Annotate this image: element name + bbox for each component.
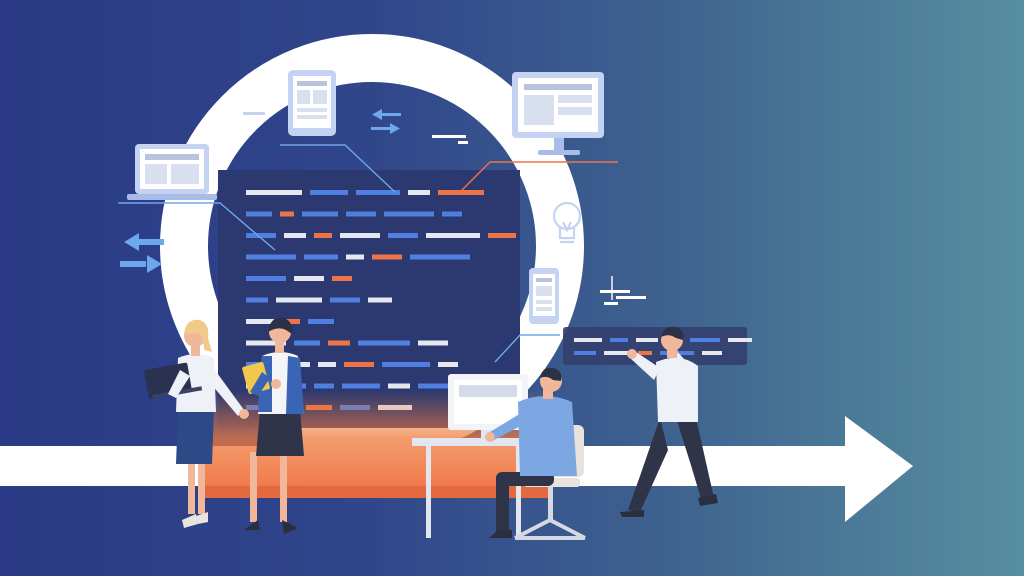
code-line-segment xyxy=(342,383,380,389)
man-at-desk xyxy=(485,367,577,538)
code-line-segment xyxy=(318,362,336,367)
laptop-icon xyxy=(127,144,217,200)
code-line-segment xyxy=(346,211,376,217)
code-line-segment xyxy=(246,276,286,281)
code-line-segment xyxy=(438,190,484,195)
code-line-segment xyxy=(294,340,320,346)
code-line-segment xyxy=(426,233,480,238)
exchange-arrows-left-icon xyxy=(120,233,164,273)
decorative-dashes xyxy=(243,112,646,305)
code-line-segment xyxy=(418,340,448,346)
code-line-segment xyxy=(294,276,324,281)
code-line-segment xyxy=(330,297,360,303)
code-bar-segment xyxy=(610,338,628,342)
code-line-segment xyxy=(280,211,294,217)
code-line-segment xyxy=(246,190,302,195)
code-line-segment xyxy=(314,383,334,389)
code-bar-segment xyxy=(728,338,752,342)
woman-with-tablet xyxy=(242,317,304,534)
code-bar-segment xyxy=(574,351,596,355)
code-line-segment xyxy=(368,297,392,303)
code-line-segment xyxy=(314,233,332,238)
code-bar-segment xyxy=(690,338,720,342)
code-line-segment xyxy=(438,362,458,367)
code-line-segment xyxy=(246,340,286,346)
code-line-segment xyxy=(332,276,352,281)
woman-with-laptop xyxy=(144,319,249,528)
man-holding-code-bar xyxy=(620,326,718,517)
desktop-monitor-icon xyxy=(512,72,604,155)
connector-lines xyxy=(118,144,618,363)
code-line-segment xyxy=(284,233,306,238)
code-bar-segment xyxy=(638,351,652,355)
desk-with-computer xyxy=(412,374,530,538)
code-line-segment xyxy=(488,233,516,238)
code-line-segment xyxy=(442,211,462,217)
code-line-segment xyxy=(328,340,350,346)
code-line-segment xyxy=(372,254,402,260)
code-line-segment xyxy=(410,254,470,260)
code-bar-segment xyxy=(702,351,722,355)
code-line-segment xyxy=(302,211,338,217)
exchange-arrows-icon xyxy=(371,109,401,134)
code-bar-segment xyxy=(604,351,630,355)
code-line-segment xyxy=(246,233,276,238)
code-line-segment xyxy=(304,254,338,260)
floating-code-bar xyxy=(563,327,752,365)
code-line-segment xyxy=(382,362,430,367)
code-line-segment xyxy=(246,297,268,303)
code-line-segment xyxy=(358,340,410,346)
code-bar-segment xyxy=(636,338,658,342)
code-line-segment xyxy=(346,254,364,260)
code-line-segment xyxy=(418,383,458,389)
code-line-segment xyxy=(246,254,296,260)
code-bar-segment xyxy=(574,338,602,342)
code-line-segment xyxy=(356,190,400,195)
code-line-segment xyxy=(344,362,374,367)
code-line-segment xyxy=(310,190,348,195)
code-line-segment xyxy=(384,211,434,217)
lightbulb-icon xyxy=(552,201,582,244)
code-line-segment xyxy=(388,233,418,238)
code-line-segment xyxy=(276,297,322,303)
code-line-segment xyxy=(340,233,380,238)
code-line-segment xyxy=(388,383,410,389)
code-line-segment xyxy=(246,211,272,217)
smartphone-icon xyxy=(529,268,559,324)
code-line-segment xyxy=(308,319,334,324)
code-line-segment xyxy=(282,319,300,324)
tablet-icon xyxy=(288,70,336,136)
code-line-segment xyxy=(246,319,274,324)
code-line-segment xyxy=(408,190,430,195)
